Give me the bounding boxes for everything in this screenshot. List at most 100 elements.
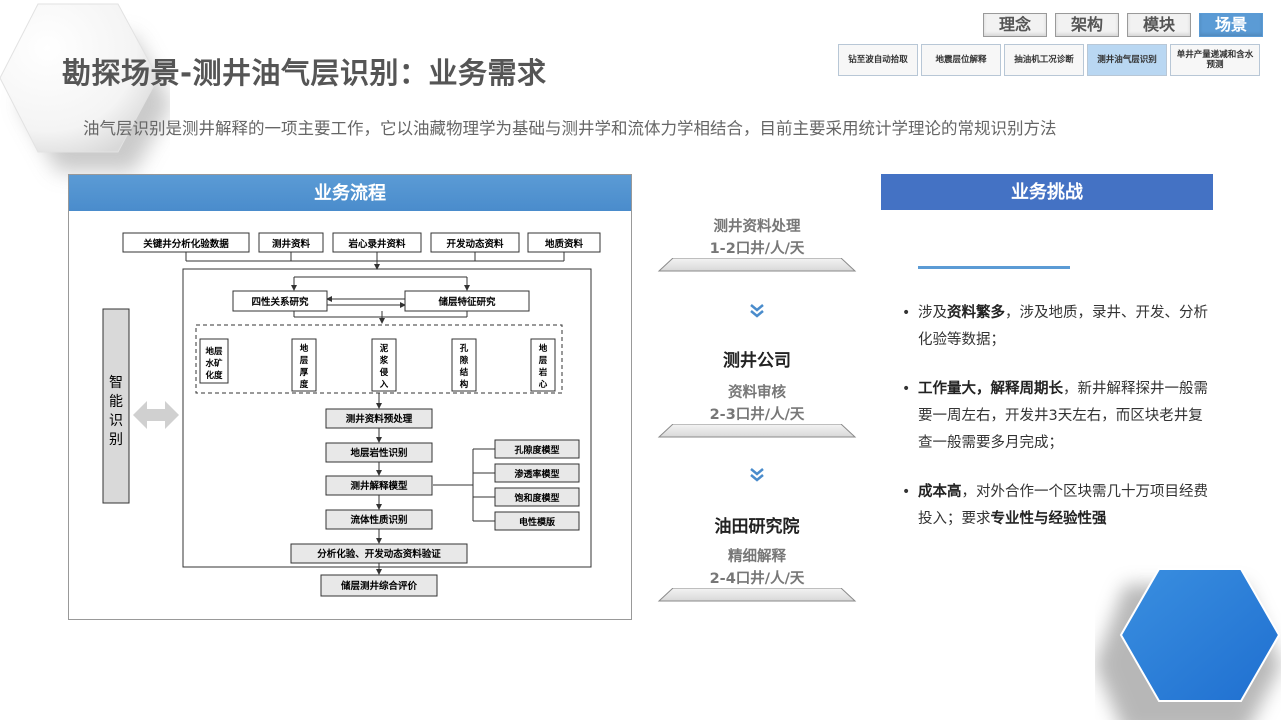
pipeline-stage-review: 资料审核 2-3口井/人/天 bbox=[657, 382, 857, 438]
tab-scenarios[interactable]: 场景 bbox=[1199, 13, 1263, 37]
subtab-pump-diagnosis[interactable]: 抽油机工况诊断 bbox=[1004, 44, 1084, 76]
chevron-down-icon bbox=[745, 466, 769, 488]
stage-name: 资料审核 bbox=[728, 385, 786, 401]
challenge-list: 涉及资料繁多，涉及地质，录井、开发、分析化验等数据； 工作量大，解释周期长，新井… bbox=[900, 300, 1210, 555]
process-container bbox=[182, 268, 592, 568]
step-box: 分析化验、开发动态资料验证 bbox=[290, 543, 468, 564]
svg-text:岩: 岩 bbox=[538, 367, 548, 378]
input-box: 地质资料 bbox=[527, 232, 601, 253]
factor-box: 地 层 厚 度 bbox=[291, 338, 317, 392]
svg-text:泥: 泥 bbox=[380, 343, 389, 354]
svg-text:浆: 浆 bbox=[379, 355, 389, 366]
svg-text:水矿: 水矿 bbox=[204, 358, 223, 369]
svg-text:地层: 地层 bbox=[205, 346, 223, 357]
step-connectors bbox=[376, 393, 495, 575]
input-label: 岩心录井资料 bbox=[347, 238, 406, 250]
model-label: 饱和度模型 bbox=[514, 492, 559, 504]
svg-text:智: 智 bbox=[109, 375, 123, 391]
scenario-subtabs: 钻至波自动拾取 地震层位解释 抽油机工况诊断 测井油气层识别 单井产量递减和含水… bbox=[838, 44, 1260, 76]
step-label: 测井资料预处理 bbox=[346, 413, 413, 425]
stage-platform bbox=[657, 588, 857, 602]
decorative-hexagon-bottom-right bbox=[1095, 568, 1281, 720]
tab-architecture[interactable]: 架构 bbox=[1055, 13, 1119, 37]
svg-text:地: 地 bbox=[300, 343, 309, 354]
study-box: 四性关系研究 bbox=[232, 290, 328, 312]
input-label: 关键井分析化验数据 bbox=[143, 238, 229, 250]
svg-text:心: 心 bbox=[539, 379, 548, 390]
factor-box: 地 层 岩 心 bbox=[530, 338, 556, 392]
business-flow-panel: 业务流程 关键井分析化验数据 测井资料 岩心录井资料 开发动态资料 地质资料 bbox=[68, 174, 632, 620]
step-label: 地层岩性识别 bbox=[350, 447, 407, 459]
subtab-oil-gas-layer-identification[interactable]: 测井油气层识别 bbox=[1087, 44, 1167, 76]
input-label: 测井资料 bbox=[272, 238, 311, 250]
model-label: 孔隙度模型 bbox=[514, 444, 559, 456]
stage-rate: 2-3口井/人/天 bbox=[709, 407, 805, 423]
business-challenge-header: 业务挑战 bbox=[881, 174, 1213, 210]
divider bbox=[918, 266, 1070, 269]
tab-modules[interactable]: 模块 bbox=[1127, 13, 1191, 37]
bidirectional-arrow-icon bbox=[133, 401, 179, 429]
step-box: 流体性质识别 bbox=[325, 509, 433, 530]
study-label: 储层特征研究 bbox=[438, 296, 496, 308]
model-box: 渗透率模型 bbox=[494, 463, 580, 483]
svg-text:能: 能 bbox=[109, 394, 123, 410]
svg-text:孔: 孔 bbox=[460, 343, 469, 354]
page-subtitle: 油气层识别是测井解释的一项主要工作，它以油藏物理学为基础与测井学和流体力学相结合… bbox=[83, 119, 1057, 138]
model-box: 饱和度模型 bbox=[494, 487, 580, 507]
svg-text:厚: 厚 bbox=[300, 368, 309, 378]
challenge-item: 工作量大，解释周期长，新井解释探井一般需要一周左右，开发井3天左右，而区块老井复… bbox=[900, 376, 1210, 457]
study-label: 四性关系研究 bbox=[251, 296, 309, 308]
factor-box: 泥 浆 侵 入 bbox=[371, 338, 397, 392]
org-oilfield-institute: 油田研究院 bbox=[714, 517, 800, 537]
input-label: 地质资料 bbox=[545, 238, 584, 250]
stage-rate: 2-4口井/人/天 bbox=[709, 571, 805, 587]
svg-text:度: 度 bbox=[300, 379, 309, 390]
input-box: 岩心录井资料 bbox=[332, 232, 422, 253]
chevron-down-icon bbox=[745, 302, 769, 324]
step-label: 分析化验、开发动态资料验证 bbox=[317, 548, 441, 560]
step-box: 储层测井综合评价 bbox=[320, 574, 438, 597]
subtab-first-break-picking[interactable]: 钻至波自动拾取 bbox=[838, 44, 918, 76]
step-label: 测井解释模型 bbox=[350, 480, 408, 492]
step-label: 储层测井综合评价 bbox=[341, 580, 418, 592]
stage-name: 精细解释 bbox=[728, 549, 786, 565]
challenge-item: 成本高，对外合作一个区块需几十万项目经费投入；要求专业性与经验性强 bbox=[900, 479, 1210, 533]
step-box: 测井解释模型 bbox=[325, 475, 433, 496]
study-connectors bbox=[291, 276, 470, 324]
decorative-hexagon-top-left bbox=[0, 3, 170, 172]
tab-concept[interactable]: 理念 bbox=[983, 13, 1047, 37]
input-connectors bbox=[185, 252, 565, 270]
svg-text:侵: 侵 bbox=[379, 367, 389, 378]
challenge-item: 涉及资料繁多，涉及地质，录井、开发、分析化验等数据； bbox=[900, 300, 1210, 354]
pipeline-stage-processing: 测井资料处理 1-2口井/人/天 bbox=[657, 216, 857, 272]
step-label: 流体性质识别 bbox=[350, 514, 407, 526]
step-box: 地层岩性识别 bbox=[325, 442, 433, 463]
stage-name: 测井资料处理 bbox=[713, 219, 801, 235]
model-label: 电性模版 bbox=[519, 516, 555, 528]
svg-text:隙: 隙 bbox=[460, 355, 469, 366]
svg-text:识: 识 bbox=[109, 413, 123, 429]
model-box: 孔隙度模型 bbox=[494, 439, 580, 459]
stage-platform bbox=[657, 258, 857, 272]
stage-rate: 1-2口井/人/天 bbox=[709, 241, 805, 257]
input-box: 测井资料 bbox=[258, 232, 324, 253]
svg-text:层: 层 bbox=[538, 356, 548, 366]
svg-text:层: 层 bbox=[299, 356, 309, 366]
svg-text:入: 入 bbox=[379, 380, 389, 390]
svg-text:地: 地 bbox=[539, 343, 548, 354]
section-tabs: 理念 架构 模块 场景 bbox=[983, 13, 1263, 37]
study-box: 储层特征研究 bbox=[404, 290, 530, 312]
pipeline-stage-fine-interpretation: 精细解释 2-4口井/人/天 bbox=[657, 546, 857, 602]
page-title: 勘探场景-测井油气层识别：业务需求 bbox=[62, 56, 547, 90]
input-box: 开发动态资料 bbox=[430, 232, 520, 253]
business-flow-diagram: 关键井分析化验数据 测井资料 岩心录井资料 开发动态资料 地质资料 bbox=[102, 232, 601, 597]
model-box: 电性模版 bbox=[494, 511, 580, 531]
org-logging-company: 测井公司 bbox=[723, 351, 791, 371]
step-box: 测井资料预处理 bbox=[325, 408, 433, 429]
svg-text:化度: 化度 bbox=[205, 370, 223, 381]
subtab-horizon-interpretation[interactable]: 地震层位解释 bbox=[921, 44, 1001, 76]
stage-platform bbox=[657, 424, 857, 438]
input-label: 开发动态资料 bbox=[446, 238, 504, 250]
model-label: 渗透率模型 bbox=[514, 468, 559, 480]
subtab-production-prediction[interactable]: 单井产量递减和含水预测 bbox=[1170, 44, 1260, 76]
